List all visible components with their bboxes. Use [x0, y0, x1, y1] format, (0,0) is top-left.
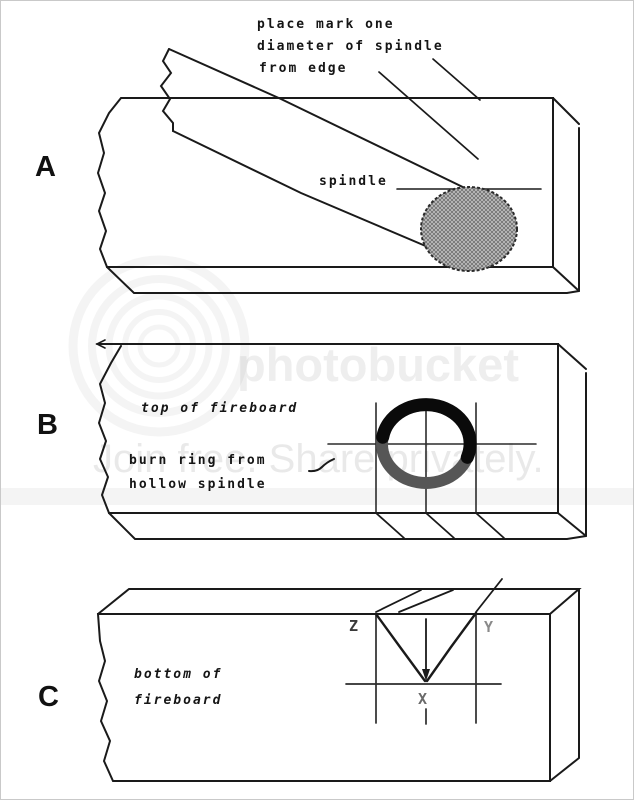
panel-c-strip-cut-2	[398, 589, 454, 613]
watermark-brand-text: photobucket	[237, 338, 519, 391]
panel-a-board-front-face	[106, 266, 580, 294]
panel-b-front-guide-right	[475, 512, 505, 539]
panel-b-burn-ring-dark-arc	[376, 398, 477, 464]
panel-b-board-front-face	[108, 512, 587, 540]
panel-b-ring-note-leader	[308, 458, 335, 473]
panel-c-board-front-face	[96, 613, 551, 782]
panel-c-point-label-x: X	[418, 690, 428, 708]
panel-b-surface-label: top of fireboard	[141, 401, 299, 416]
panel-a-note-line-3: from edge	[259, 61, 348, 76]
panel-a-board-right-side	[552, 97, 580, 292]
panel-c-notch-right-edge	[425, 611, 478, 683]
panel-b-edge-arrowhead	[95, 339, 106, 349]
panel-b-letter: B	[37, 409, 58, 441]
panel-b-front-guide-center	[425, 512, 455, 539]
panel-c-board-right-side	[549, 588, 580, 782]
panel-c-strip-cut-3	[475, 578, 503, 613]
panel-b-ring-note-line-1: burn ring from	[129, 453, 267, 468]
panel-c-surface-label-line-2: fireboard	[134, 693, 223, 708]
panel-c-strip-cut-1	[375, 589, 422, 613]
photobucket-logo-icon	[68, 255, 250, 437]
panel-a-spindle-label: spindle	[319, 174, 388, 189]
panel-a-note-leader-2	[378, 71, 479, 160]
panel-c-notch-left-edge	[374, 612, 427, 683]
panel-a-spindle-shaft	[168, 48, 472, 251]
panel-a-note-line-1: place mark one	[257, 17, 395, 32]
panel-a-spindle-cross-section	[420, 186, 518, 272]
panel-a-letter: A	[35, 151, 56, 183]
panel-b-board-right-side	[557, 343, 587, 537]
panel-a-note-leader-1	[432, 58, 481, 101]
panel-c-point-label-y: Y	[484, 618, 494, 636]
panel-b-ring-note-line-2: hollow spindle	[129, 477, 267, 492]
panel-a-spindle-break-edge	[159, 48, 174, 132]
panel-b-front-guide-left	[375, 512, 405, 539]
panel-a-note-line-2: diameter of spindle	[257, 39, 444, 54]
panel-c-letter: C	[38, 681, 59, 713]
panel-c-surface-label-line-1: bottom of	[134, 667, 223, 682]
panel-c-board-top-strip	[97, 588, 582, 615]
panel-c-center-arrowhead	[422, 669, 430, 681]
watermark-band	[1, 488, 633, 505]
panel-c-point-label-z: Z	[349, 617, 359, 635]
